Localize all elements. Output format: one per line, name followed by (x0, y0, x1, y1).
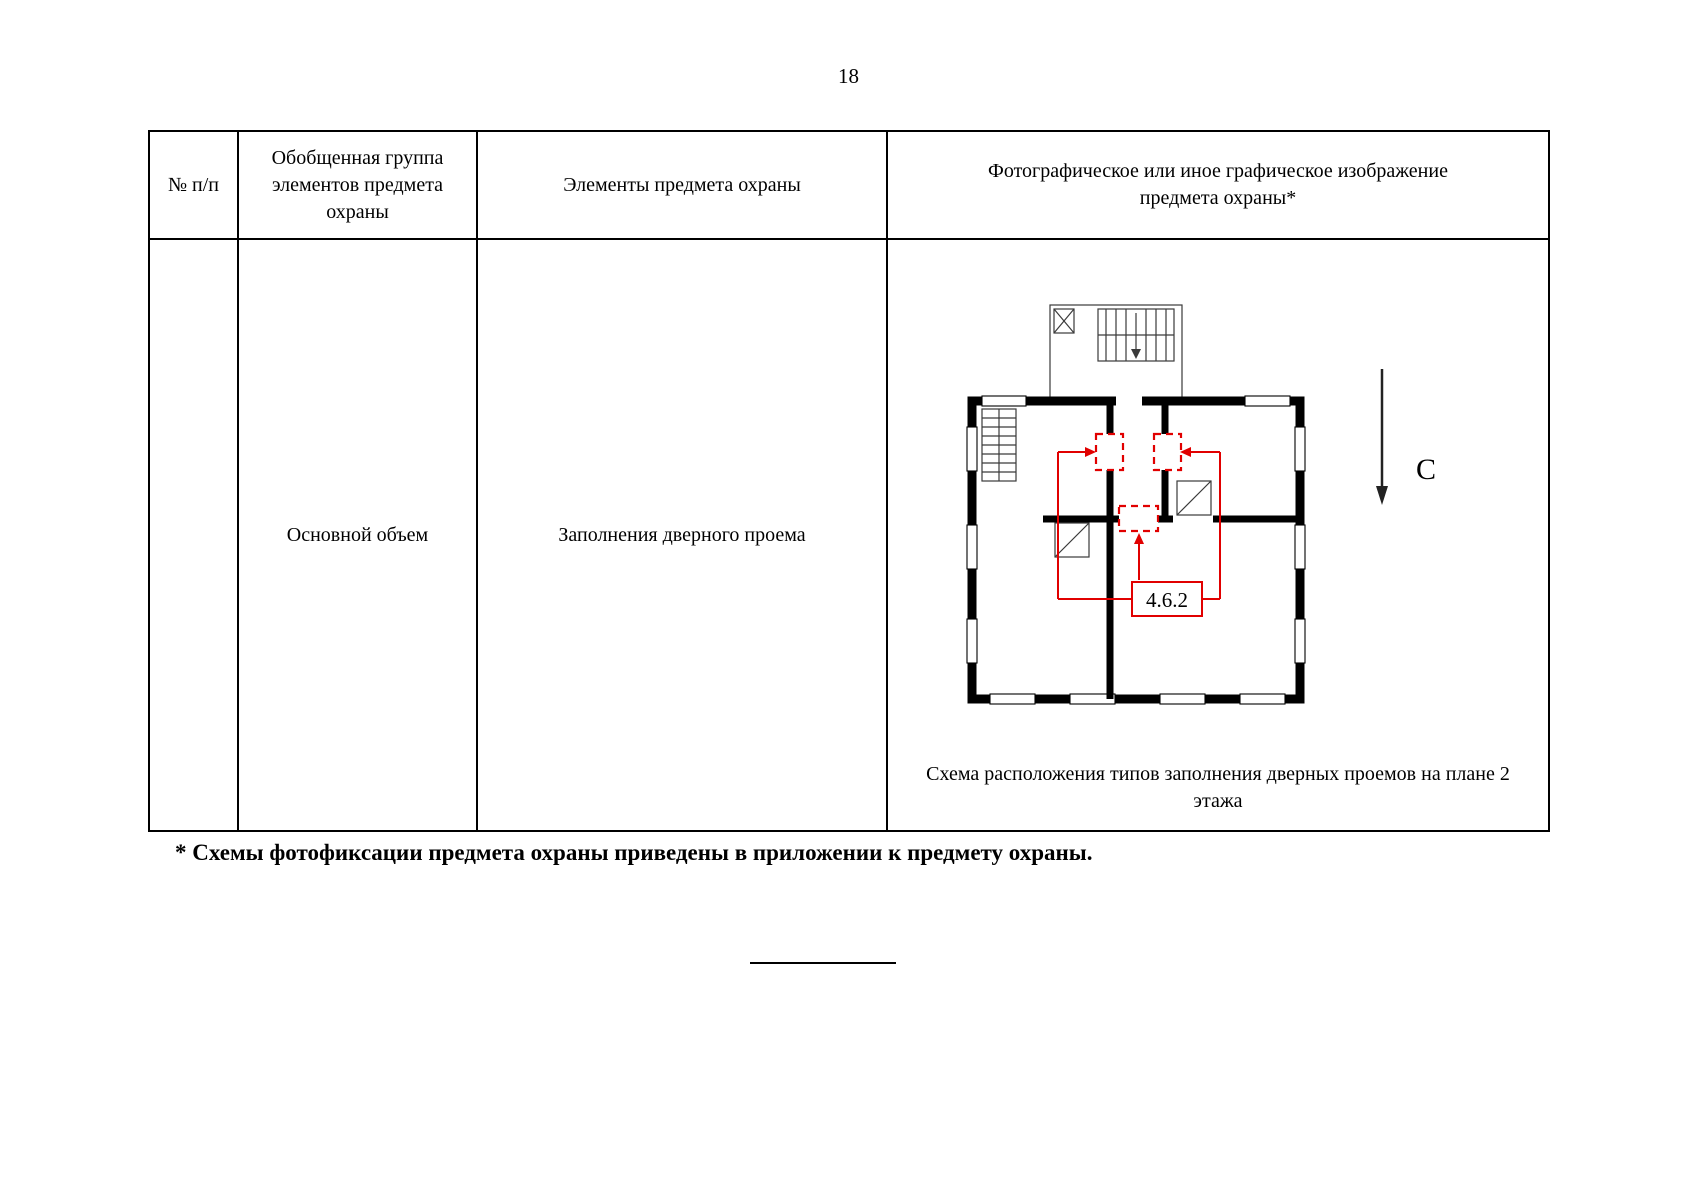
cell-elements: Заполнения дверного проема (476, 238, 888, 832)
footer-divider (750, 962, 896, 964)
door-marker-bottom (1117, 504, 1160, 533)
cell-group: Основной объем (237, 238, 478, 832)
door-marker-right (1152, 432, 1183, 472)
header-row: № п/п Обобщенная группа элементов предме… (148, 130, 1550, 240)
floor-plan-container: 4.6.2 С (888, 297, 1548, 735)
door-marker-left (1094, 432, 1125, 472)
interior-stairs (981, 408, 1017, 482)
door-swing-symbols (1054, 480, 1212, 558)
footnote: * Схемы фотофиксации предмета охраны при… (175, 840, 1093, 865)
callout-arrows (1058, 447, 1220, 580)
north-label: С (1416, 453, 1436, 486)
floor-plan: 4.6.2 С (966, 304, 1436, 705)
plan-caption: Схема расположения типов заполнения двер… (926, 763, 1510, 812)
col-header-elements: Элементы предмета охраны (476, 130, 888, 240)
north-arrow-icon: С (1376, 369, 1436, 505)
plan-label: 4.6.2 (1146, 588, 1188, 612)
col-header-group: Обобщенная группа элементов предмета охр… (237, 130, 478, 240)
outer-walls (967, 396, 1305, 704)
col-header-num: № п/п (148, 130, 239, 240)
window-openings (966, 395, 1306, 705)
cell-num (148, 238, 239, 832)
col-header-image: Фотографическое или иное графическое изо… (886, 130, 1550, 240)
stair-extension (1049, 304, 1183, 400)
cell-image: 4.6.2 С Схема расположения типов заполне… (886, 238, 1550, 832)
callout-frame (1057, 452, 1221, 600)
table-row: Основной объем Заполнения дверного проем… (148, 238, 1550, 832)
protection-subject-table: № п/п Обобщенная группа элементов предме… (148, 130, 1550, 832)
plan-label-box: 4.6.2 (1131, 581, 1203, 617)
page-number: 18 (838, 64, 859, 88)
